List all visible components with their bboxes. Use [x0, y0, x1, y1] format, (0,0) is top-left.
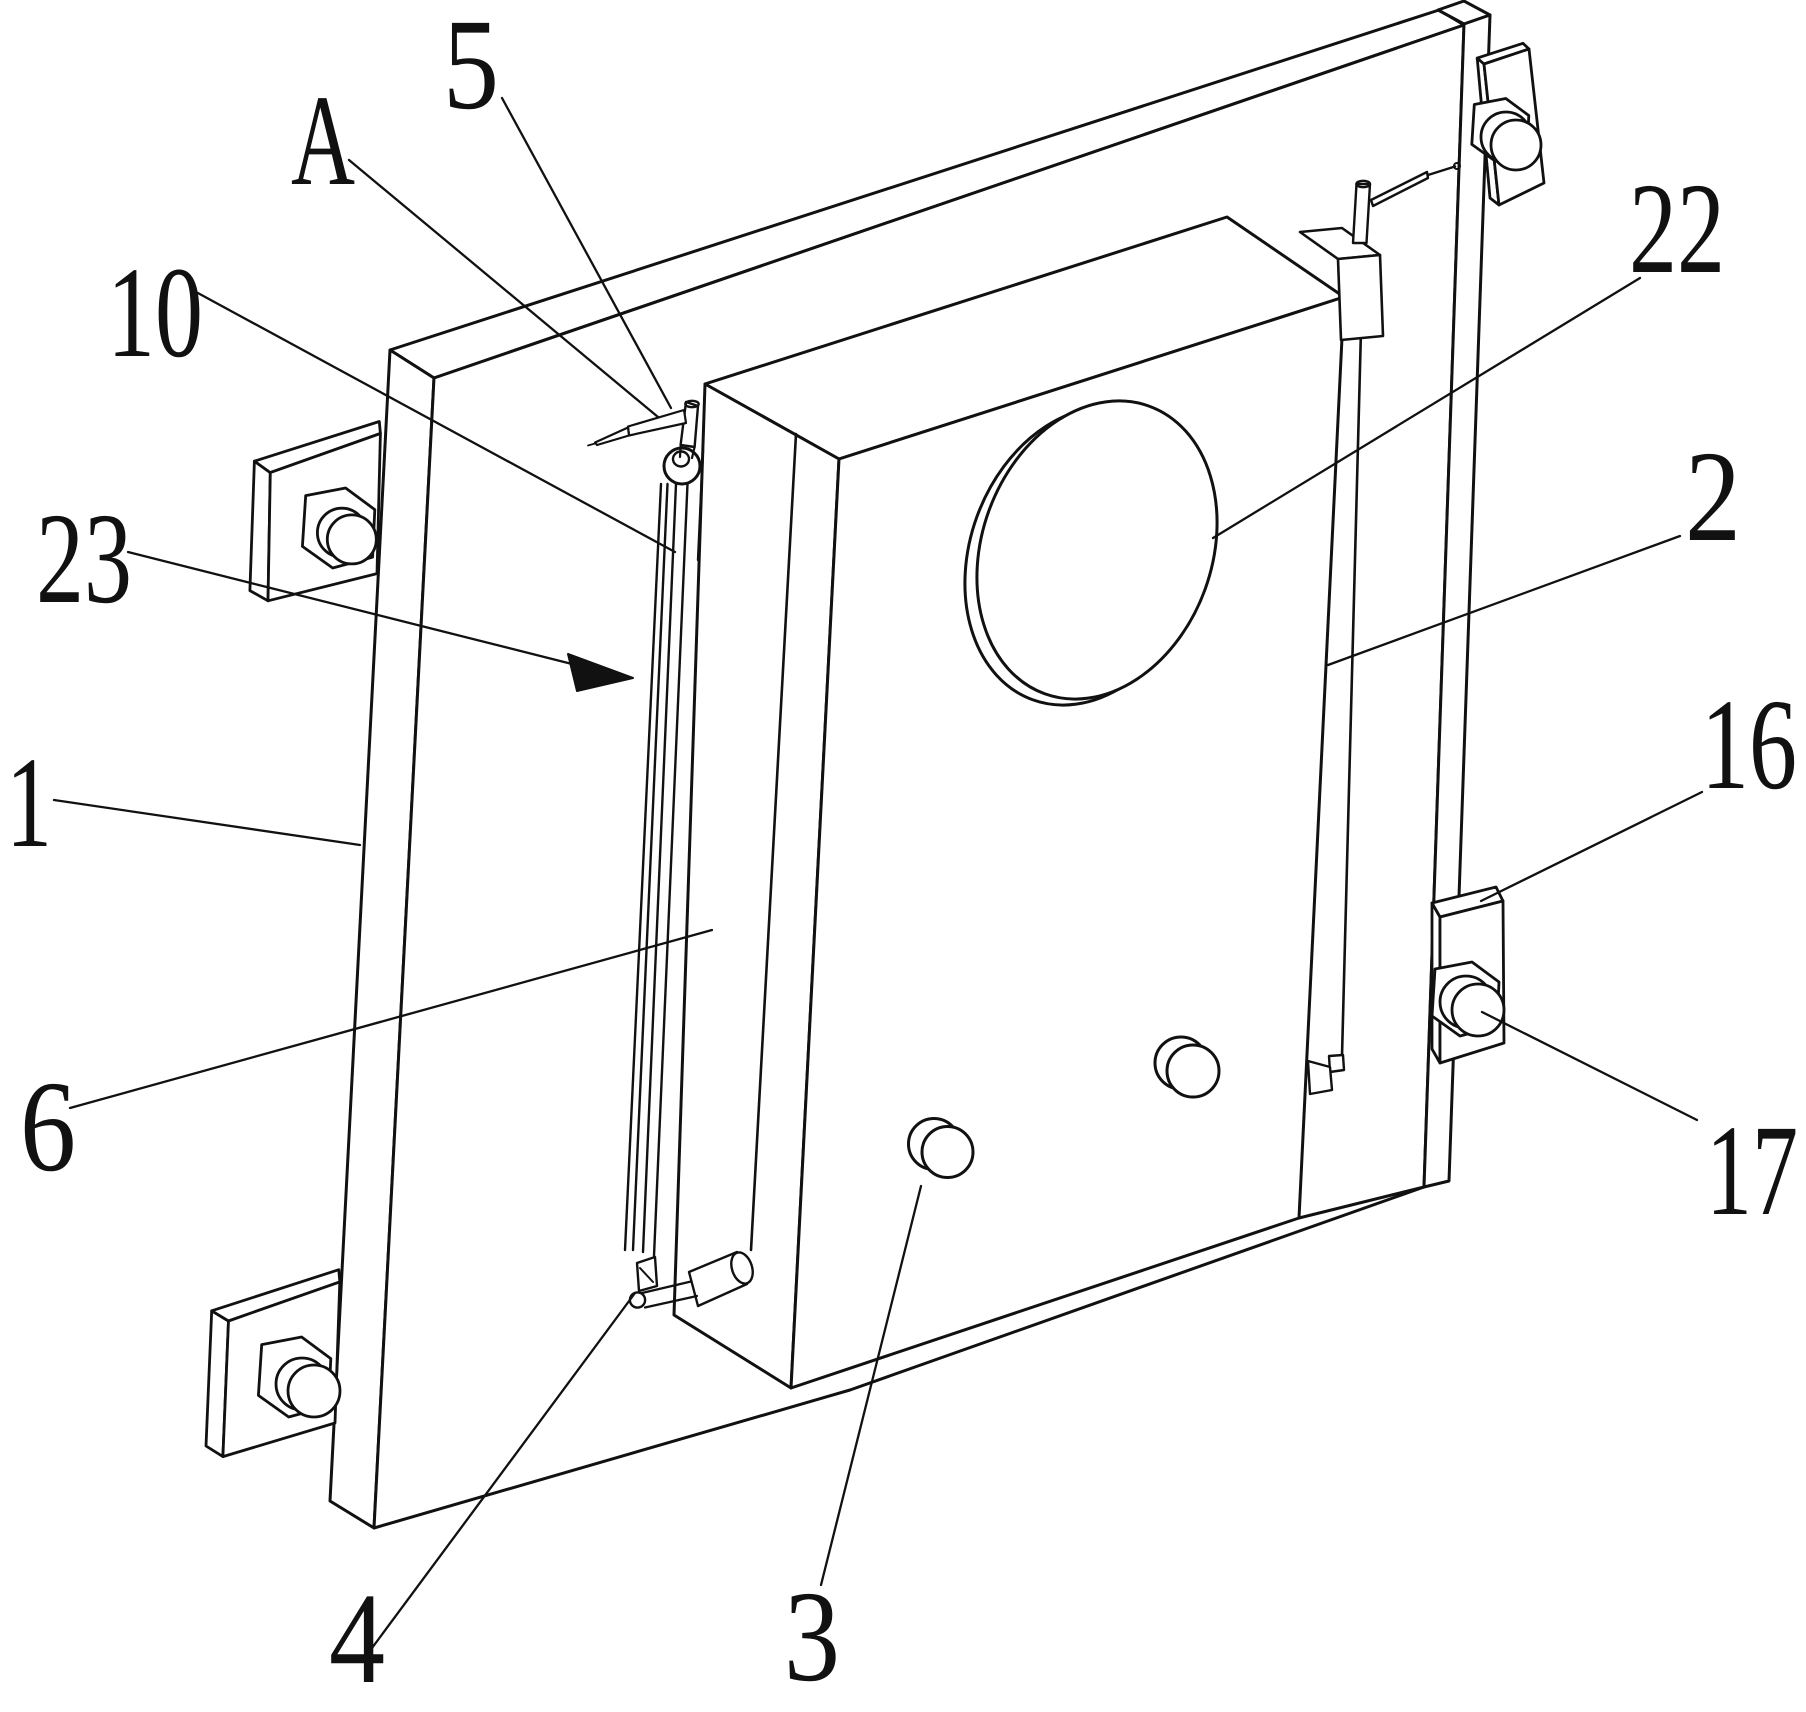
svg-text:A: A	[291, 69, 355, 213]
svg-text:6: 6	[20, 1055, 76, 1199]
svg-text:2: 2	[1685, 425, 1741, 569]
svg-text:3: 3	[784, 1565, 840, 1709]
svg-text:1: 1	[6, 731, 52, 875]
svg-text:22: 22	[1629, 157, 1725, 301]
svg-text:4: 4	[329, 1567, 385, 1711]
svg-text:16: 16	[1701, 673, 1797, 817]
svg-text:17: 17	[1706, 1099, 1798, 1243]
svg-text:23: 23	[36, 487, 132, 631]
svg-text:10: 10	[107, 241, 203, 385]
svg-text:5: 5	[443, 0, 499, 137]
